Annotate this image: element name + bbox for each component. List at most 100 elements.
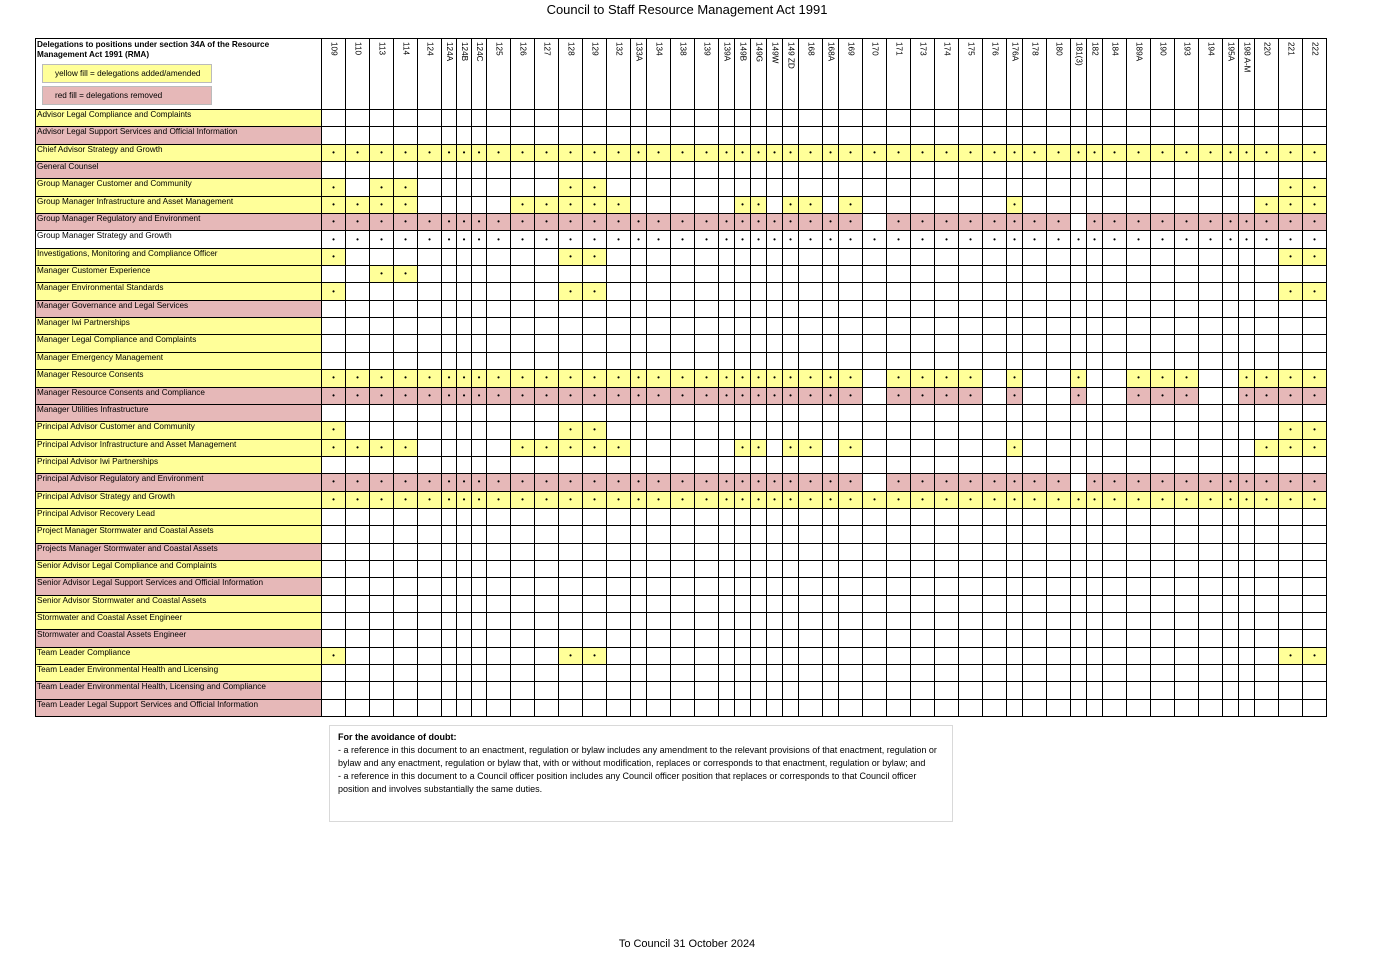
empty-cell	[694, 282, 719, 301]
empty-cell	[558, 351, 583, 371]
empty-cell	[838, 577, 863, 596]
empty-cell	[441, 108, 457, 128]
empty-cell	[862, 663, 887, 683]
delegation-dot-cell: •	[1022, 473, 1047, 492]
delegation-dot-cell: •	[417, 386, 442, 405]
empty-cell	[1046, 299, 1071, 319]
delegation-dot-cell: •	[1006, 230, 1023, 249]
empty-cell	[1126, 507, 1151, 527]
empty-cell	[734, 351, 751, 371]
empty-cell	[369, 108, 394, 128]
empty-cell	[910, 629, 935, 648]
empty-cell	[417, 403, 442, 423]
empty-cell	[862, 334, 887, 353]
delegation-dot-cell: •	[750, 490, 767, 509]
delegation-dot-cell: •	[766, 473, 783, 492]
empty-cell	[606, 594, 631, 613]
column-header-label: 169	[846, 42, 856, 56]
empty-cell	[910, 299, 935, 319]
empty-cell	[534, 698, 559, 718]
empty-cell	[1126, 334, 1151, 353]
empty-cell	[1070, 265, 1087, 284]
empty-cell	[934, 559, 959, 579]
empty-cell	[782, 577, 799, 596]
empty-cell	[1174, 559, 1199, 579]
empty-cell	[486, 525, 511, 544]
table-row: Advisor Legal Compliance and Complaints	[35, 108, 1327, 128]
empty-cell	[1278, 161, 1303, 180]
delegation-dot-cell: •	[345, 386, 370, 405]
empty-cell	[694, 351, 719, 371]
empty-cell	[1150, 681, 1175, 700]
delegation-dot-cell: •	[321, 178, 346, 197]
empty-cell	[1086, 195, 1103, 215]
empty-cell	[1006, 698, 1023, 718]
empty-cell	[1006, 126, 1023, 145]
delegation-dot-cell: •	[782, 473, 799, 492]
empty-cell	[646, 317, 671, 336]
empty-cell	[766, 403, 783, 423]
delegation-dot-cell: •	[1174, 143, 1199, 163]
empty-cell	[1238, 265, 1255, 284]
column-header-label: 134	[654, 42, 664, 56]
delegation-dot-cell: •	[646, 230, 671, 249]
table-row: Manager Customer Experience••	[35, 265, 1327, 284]
empty-cell	[558, 542, 583, 561]
empty-cell	[766, 351, 783, 371]
empty-cell	[798, 663, 823, 683]
position-label: Manager Utilities Infrastructure	[35, 403, 322, 423]
delegation-dot-cell: •	[1198, 490, 1223, 509]
column-header: 168A	[822, 38, 839, 110]
empty-cell	[982, 161, 1007, 180]
empty-cell	[862, 108, 887, 128]
empty-cell	[750, 265, 767, 284]
empty-cell	[606, 507, 631, 527]
empty-cell	[958, 178, 983, 197]
delegation-dot-cell: •	[510, 490, 535, 509]
empty-cell	[766, 421, 783, 440]
position-label: Stormwater and Coastal Asset Engineer	[35, 611, 322, 631]
delegation-dot-cell: •	[734, 369, 751, 388]
empty-cell	[558, 663, 583, 683]
empty-cell	[441, 126, 457, 145]
delegation-dot-cell: •	[486, 473, 511, 492]
empty-cell	[798, 351, 823, 371]
empty-cell	[1254, 629, 1279, 648]
delegation-dot-cell: •	[886, 230, 911, 249]
empty-cell	[630, 646, 647, 666]
empty-cell	[558, 611, 583, 631]
empty-cell	[456, 108, 472, 128]
empty-cell	[534, 265, 559, 284]
empty-cell	[558, 334, 583, 353]
empty-cell	[1302, 594, 1327, 613]
empty-cell	[982, 282, 1007, 301]
empty-cell	[345, 507, 370, 527]
delegation-dot-cell: •	[798, 213, 823, 232]
empty-cell	[718, 698, 735, 718]
delegation-dot-cell: •	[606, 473, 631, 492]
empty-cell	[958, 195, 983, 215]
empty-cell	[1238, 178, 1255, 197]
empty-cell	[630, 403, 647, 423]
empty-cell	[630, 351, 647, 371]
empty-cell	[1022, 559, 1047, 579]
empty-cell	[441, 351, 457, 371]
empty-cell	[1198, 403, 1223, 423]
empty-cell	[886, 646, 911, 666]
delegation-dot-cell: •	[321, 282, 346, 301]
empty-cell	[417, 195, 442, 215]
empty-cell	[1046, 161, 1071, 180]
empty-cell	[1278, 559, 1303, 579]
column-header-label: 171	[894, 42, 904, 56]
empty-cell	[982, 646, 1007, 666]
empty-cell	[1238, 108, 1255, 128]
empty-cell	[1022, 542, 1047, 561]
empty-cell	[369, 542, 394, 561]
empty-cell	[782, 629, 799, 648]
empty-cell	[982, 507, 1007, 527]
empty-cell	[670, 299, 695, 319]
empty-cell	[456, 178, 472, 197]
empty-cell	[417, 542, 442, 561]
empty-cell	[510, 681, 535, 700]
empty-cell	[1198, 126, 1223, 145]
